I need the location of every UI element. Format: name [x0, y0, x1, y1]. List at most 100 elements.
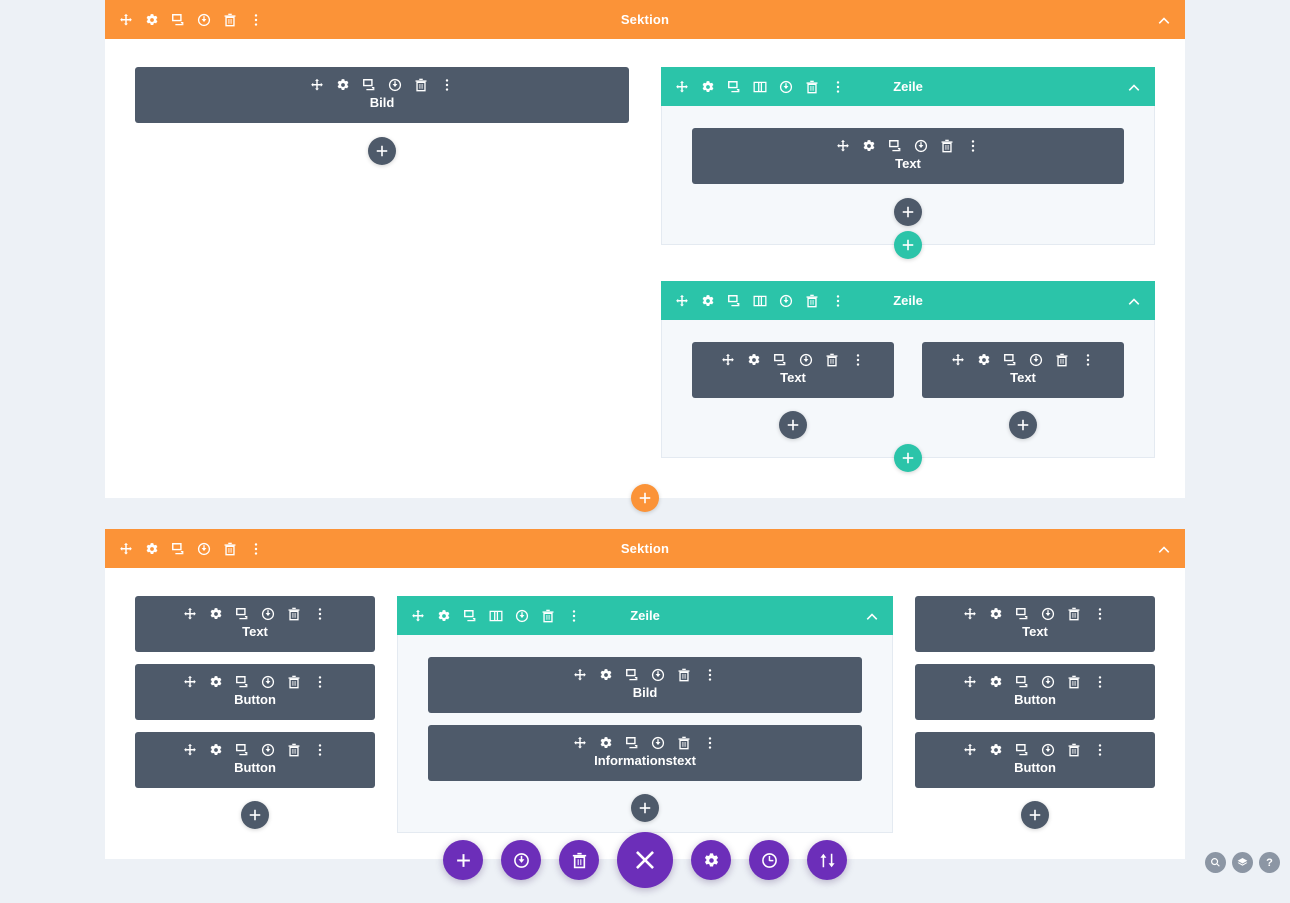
move-icon[interactable]	[119, 542, 133, 556]
trash-icon[interactable]	[1067, 607, 1081, 621]
trash-icon[interactable]	[223, 13, 237, 27]
kebab-icon[interactable]	[1093, 743, 1107, 757]
power-icon[interactable]	[261, 607, 275, 621]
trash-icon[interactable]	[287, 607, 301, 621]
module-blurb[interactable]: Informationstext	[428, 725, 862, 781]
chevron-up-icon[interactable]	[1127, 80, 1141, 94]
module-button[interactable]: Button	[915, 664, 1155, 720]
power-icon[interactable]	[914, 139, 928, 153]
trash-icon[interactable]	[825, 353, 839, 367]
move-icon[interactable]	[951, 353, 965, 367]
gear-icon[interactable]	[599, 668, 613, 682]
gear-icon[interactable]	[209, 607, 223, 621]
trash-icon[interactable]	[287, 675, 301, 689]
power-icon[interactable]	[651, 736, 665, 750]
trash-icon[interactable]	[677, 736, 691, 750]
power-icon[interactable]	[197, 13, 211, 27]
gear-icon[interactable]	[599, 736, 613, 750]
move-icon[interactable]	[675, 80, 689, 94]
move-icon[interactable]	[411, 609, 425, 623]
row-3-collapse-toggle[interactable]	[865, 609, 879, 623]
kebab-icon[interactable]	[1093, 675, 1107, 689]
trash-icon[interactable]	[805, 80, 819, 94]
move-icon[interactable]	[675, 294, 689, 308]
move-icon[interactable]	[721, 353, 735, 367]
kebab-icon[interactable]	[313, 675, 327, 689]
trash-icon[interactable]	[287, 743, 301, 757]
chevron-up-icon[interactable]	[1157, 542, 1171, 556]
gear-icon[interactable]	[145, 13, 159, 27]
duplicate-icon[interactable]	[727, 294, 741, 308]
move-icon[interactable]	[183, 607, 197, 621]
close-icon[interactable]	[617, 832, 673, 888]
duplicate-icon[interactable]	[625, 668, 639, 682]
gear-icon[interactable]	[209, 743, 223, 757]
add-module-button[interactable]	[368, 137, 396, 165]
gear-icon[interactable]	[989, 675, 1003, 689]
move-icon[interactable]	[310, 78, 324, 92]
add-row-button[interactable]	[894, 231, 922, 259]
gear-icon[interactable]	[862, 139, 876, 153]
section-2-toolbar[interactable]: Sektion	[105, 529, 1185, 568]
gear-icon[interactable]	[701, 80, 715, 94]
trash-icon[interactable]	[1067, 675, 1081, 689]
duplicate-icon[interactable]	[1015, 675, 1029, 689]
power-icon[interactable]	[799, 353, 813, 367]
gear-icon[interactable]	[336, 78, 350, 92]
module-button[interactable]: Button	[135, 732, 375, 788]
sort-icon[interactable]	[807, 840, 847, 880]
gear-icon[interactable]	[691, 840, 731, 880]
add-row-button[interactable]	[894, 444, 922, 472]
power-icon[interactable]	[261, 675, 275, 689]
kebab-icon[interactable]	[966, 139, 980, 153]
duplicate-icon[interactable]	[235, 607, 249, 621]
history-icon[interactable]	[749, 840, 789, 880]
duplicate-icon[interactable]	[625, 736, 639, 750]
power-icon[interactable]	[1041, 675, 1055, 689]
add-module-button[interactable]	[631, 794, 659, 822]
module-button[interactable]: Button	[915, 732, 1155, 788]
move-icon[interactable]	[963, 743, 977, 757]
trash-icon[interactable]	[940, 139, 954, 153]
move-icon[interactable]	[573, 736, 587, 750]
kebab-icon[interactable]	[567, 609, 581, 623]
kebab-icon[interactable]	[703, 668, 717, 682]
row-2-toolbar[interactable]: Zeile	[661, 281, 1155, 320]
row-2-collapse-toggle[interactable]	[1127, 294, 1141, 308]
trash-icon[interactable]	[677, 668, 691, 682]
kebab-icon[interactable]	[851, 353, 865, 367]
power-icon[interactable]	[388, 78, 402, 92]
section-1-collapse-toggle[interactable]	[1157, 13, 1171, 27]
power-icon[interactable]	[1041, 743, 1055, 757]
power-icon[interactable]	[261, 743, 275, 757]
kebab-icon[interactable]	[313, 743, 327, 757]
kebab-icon[interactable]	[440, 78, 454, 92]
gear-icon[interactable]	[977, 353, 991, 367]
gear-icon[interactable]	[701, 294, 715, 308]
duplicate-icon[interactable]	[773, 353, 787, 367]
move-icon[interactable]	[183, 675, 197, 689]
move-icon[interactable]	[963, 607, 977, 621]
row-1-collapse-toggle[interactable]	[1127, 80, 1141, 94]
trash-icon[interactable]	[414, 78, 428, 92]
add-module-button[interactable]	[241, 801, 269, 829]
power-icon[interactable]	[501, 840, 541, 880]
trash-icon[interactable]	[1067, 743, 1081, 757]
power-icon[interactable]	[1029, 353, 1043, 367]
row-3-toolbar[interactable]: Zeile	[397, 596, 893, 635]
module-text[interactable]: Text	[922, 342, 1124, 398]
add-module-button[interactable]	[1009, 411, 1037, 439]
module-text[interactable]: Text	[692, 342, 894, 398]
add-section-button[interactable]	[631, 484, 659, 512]
kebab-icon[interactable]	[249, 542, 263, 556]
move-icon[interactable]	[119, 13, 133, 27]
move-icon[interactable]	[573, 668, 587, 682]
duplicate-icon[interactable]	[235, 743, 249, 757]
kebab-icon[interactable]	[249, 13, 263, 27]
trash-icon[interactable]	[1055, 353, 1069, 367]
module-text[interactable]: Text	[135, 596, 375, 652]
power-icon[interactable]	[515, 609, 529, 623]
duplicate-icon[interactable]	[1015, 743, 1029, 757]
kebab-icon[interactable]	[313, 607, 327, 621]
add-icon[interactable]	[443, 840, 483, 880]
